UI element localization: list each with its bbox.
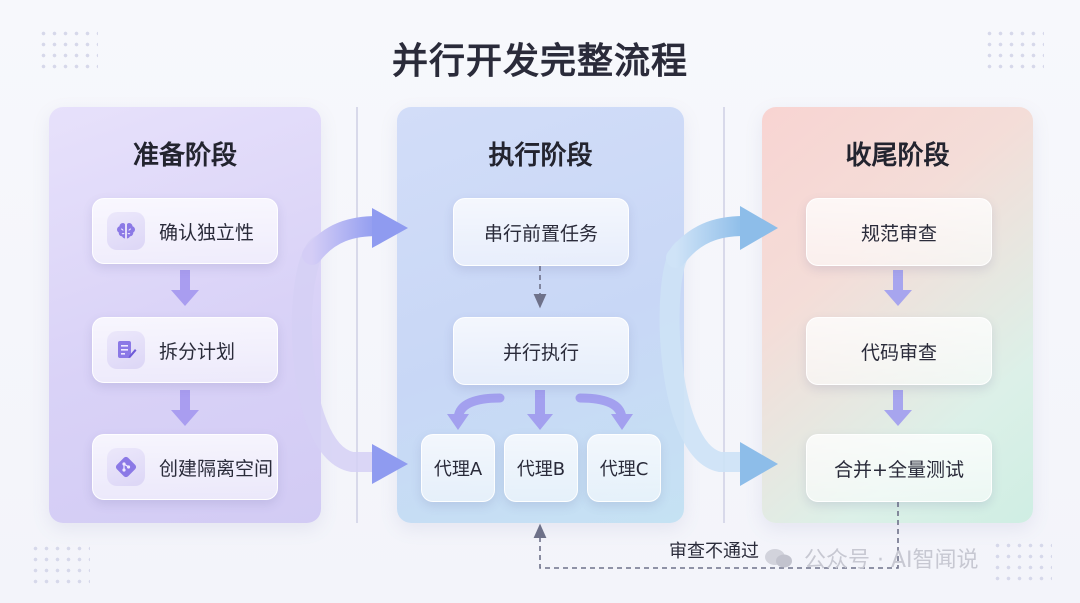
arrow-branch-left-head [447,414,469,430]
step-label: 拆分计划 [159,340,236,363]
step-label: 串行前置任务 [483,222,598,245]
step-label: 规范审查 [860,222,937,245]
step-spec-review: 规范审查 [806,198,992,266]
arrow-final-1 [884,270,912,306]
arrow-prep-2 [171,390,199,426]
step-label: 代码审查 [860,341,937,364]
arrow-branch-mid-head [527,414,553,430]
decor-dots-bottom-left [30,543,90,587]
step-label: 合并+全量测试 [834,458,964,481]
step-merge-full-test: 合并+全量测试 [806,434,992,502]
agent-a: 代理A [421,434,495,502]
watermark: 公众号 · AI智闻说 [764,542,979,574]
arrow-exec-to-final [659,206,778,486]
stage-exec-title: 执行阶段 [488,141,593,171]
arrow-prep-1 [171,270,199,306]
step-label: 并行执行 [502,341,579,364]
stage-prep-title: 准备阶段 [132,141,237,171]
decor-dots-top-right [984,28,1044,72]
step-confirm-independence: 确认独立性 [92,198,278,264]
divider [356,107,358,523]
note-edit-icon [107,331,145,369]
wechat-icon [765,549,792,568]
step-code-review: 代码审查 [806,317,992,385]
step-create-isolated-space: 创建隔离空间 [92,434,278,500]
git-branch-icon [107,448,145,486]
agent-label: 代理B [516,459,566,480]
arrow-feedback-loop [533,502,899,569]
agent-label: 代理C [599,459,649,480]
arrow-final-2 [884,390,912,426]
diagram-title: 并行开发完整流程 [391,41,688,82]
step-split-plan: 拆分计划 [92,317,278,383]
divider [723,107,725,523]
step-label: 创建隔离空间 [159,457,274,480]
agent-b: 代理B [504,434,578,502]
decor-dots-bottom-right [992,540,1052,584]
watermark-text: 公众号 · AI智闻说 [804,548,979,573]
step-serial-prerequisite: 串行前置任务 [453,198,629,266]
agent-label: 代理A [433,459,483,480]
decor-dots-top-left [38,28,98,72]
step-label: 确认独立性 [159,221,255,244]
arrow-branch-right-head [611,414,633,430]
arrow-prep-to-exec [291,208,408,484]
step-parallel-execution: 并行执行 [453,317,629,385]
feedback-label: 审查不通过 [669,541,759,562]
brain-icon [107,212,145,250]
arrow-branch-mid [535,390,545,418]
agent-c: 代理C [587,434,661,502]
stage-final-title: 收尾阶段 [845,141,950,171]
